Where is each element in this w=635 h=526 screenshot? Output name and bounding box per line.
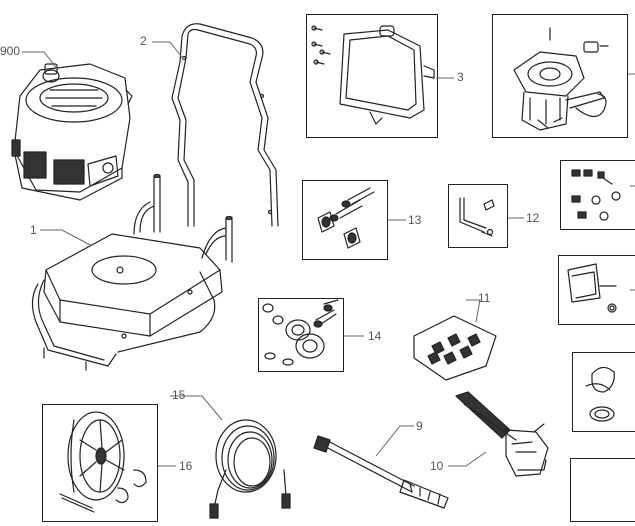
cap-right-illustration bbox=[585, 366, 615, 422]
engine-illustration bbox=[11, 63, 133, 201]
pump-illustration bbox=[513, 27, 609, 131]
callout-handle: 2 bbox=[140, 34, 147, 48]
spray-gun-illustration bbox=[455, 391, 549, 477]
callout-wheel-kit: 16 bbox=[179, 459, 193, 473]
callout-engine: 900 bbox=[0, 44, 21, 58]
control-panel-illustration bbox=[311, 25, 435, 125]
callout-frame: 1 bbox=[30, 223, 37, 237]
box-hardware-bolts bbox=[302, 180, 388, 260]
hose-illustration bbox=[209, 419, 291, 519]
callout-hose: 15 bbox=[172, 388, 186, 402]
callout-bearing-kit: 14 bbox=[368, 329, 382, 343]
callout-hardware-bolts: 13 bbox=[408, 213, 422, 227]
bracket-right-illustration bbox=[567, 263, 617, 313]
callout-l-pin: 12 bbox=[526, 211, 540, 225]
l-pin-illustration bbox=[459, 197, 495, 237]
handle-illustration bbox=[171, 23, 279, 227]
box-l-pin bbox=[448, 184, 508, 248]
hardware-bolts-illustration bbox=[317, 187, 375, 249]
nozzle-kit-illustration bbox=[413, 315, 497, 381]
callout-spray-lance: 9 bbox=[416, 419, 423, 433]
frame-illustration bbox=[31, 173, 233, 371]
fasteners-right-illustration bbox=[571, 169, 621, 221]
spray-lance-illustration bbox=[313, 435, 449, 509]
bearing-kit-illustration bbox=[262, 299, 339, 366]
box-fitting-right bbox=[570, 458, 635, 522]
callout-nozzle-kit: 11 bbox=[478, 291, 491, 305]
wheel-kit-illustration bbox=[59, 411, 147, 513]
leader-lines bbox=[22, 41, 635, 467]
callout-control-panel: 3 bbox=[457, 70, 464, 84]
callout-spray-gun: 10 bbox=[430, 459, 444, 473]
